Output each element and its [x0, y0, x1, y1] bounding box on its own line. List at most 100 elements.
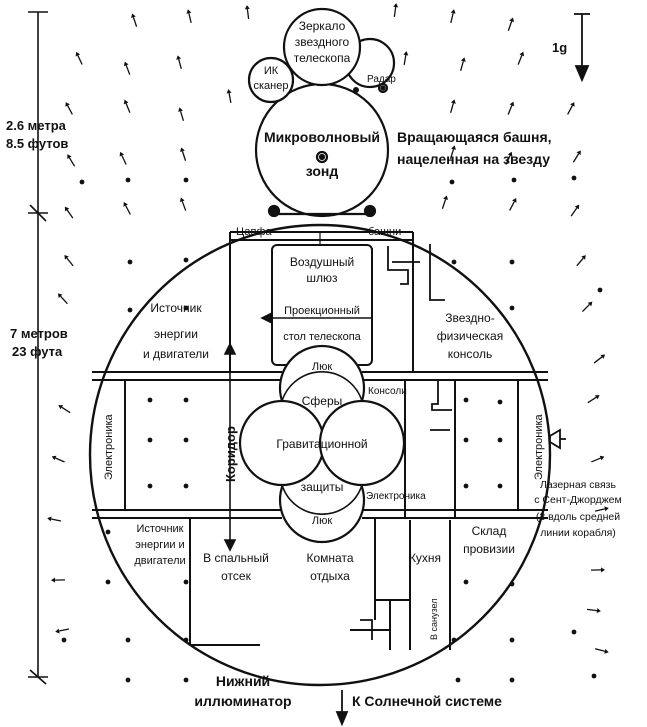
laser-dish: [549, 428, 566, 450]
field-arrow-head: [596, 608, 601, 614]
field-dot: [451, 637, 457, 643]
hull-circle: [88, 223, 552, 687]
kitchen-label: Кухня: [409, 551, 441, 565]
field-arrow-line: [178, 59, 182, 69]
field-dot: [497, 437, 503, 443]
field-arrow-line: [393, 6, 397, 18]
solar-label: К Солнечной системе: [352, 693, 502, 709]
mirror-line-3: телескопа: [294, 51, 351, 65]
field-arrow-line: [593, 356, 603, 364]
field-dot: [183, 177, 189, 183]
field-dot: [183, 397, 189, 403]
field-dot: [509, 581, 515, 587]
rotating-tower-line-2: нацеленная на звезду: [397, 151, 550, 167]
field-arrow-line: [587, 396, 597, 404]
field-arrow-head: [581, 255, 586, 260]
field-arrow-head: [123, 99, 129, 105]
field-dot: [455, 677, 461, 683]
field-dot: [449, 179, 455, 185]
field-arrow-line: [132, 17, 138, 27]
field-arrow-head: [604, 648, 609, 654]
laser-line-2: с Сент-Джорджем: [534, 494, 621, 506]
field-dot: [183, 579, 189, 585]
field-arrow-line: [509, 201, 515, 211]
power-top-line-2: энергии: [154, 327, 198, 341]
gravity-spheres: [238, 344, 406, 544]
field-dot: [509, 637, 515, 643]
hatch-bottom-label: Люк: [312, 515, 332, 527]
dimension-lines: [28, 11, 48, 685]
field-arrow-head: [58, 405, 64, 410]
hatch-top-label: Люк: [312, 361, 332, 373]
field-dot: [597, 287, 603, 293]
field-arrow-line: [441, 199, 447, 209]
power-bottom-line-3: двигатели: [134, 555, 185, 567]
laser-line-4: линии корабля): [540, 527, 616, 539]
sleep-line-1: В спальный: [203, 551, 269, 565]
tower: [247, 7, 396, 218]
field-arrow-line: [586, 608, 598, 612]
airlock-line-2: шлюз: [306, 271, 338, 285]
field-dot: [79, 179, 85, 185]
field-arrow-head: [599, 455, 605, 461]
corridor-arrows: [223, 311, 372, 552]
power-top-line-1: Источник: [150, 301, 202, 315]
bottom-arrow: [335, 690, 349, 727]
field-arrow-head: [55, 628, 60, 634]
projection-line-2: стол телескопа: [283, 331, 361, 343]
field-dot: [571, 629, 577, 635]
field-arrow-head: [179, 197, 185, 203]
laser-line-3: (3 вдоль средней: [536, 511, 620, 523]
field-dot: [105, 529, 111, 535]
field-arrow-line: [570, 207, 578, 217]
field-arrow-head: [75, 51, 81, 57]
field-arrow-line: [595, 648, 605, 652]
field-arrow-head: [176, 55, 182, 60]
electronics-right-label: Электроника: [533, 413, 545, 480]
field-arrow-line: [60, 295, 68, 305]
power-bottom-line-2: энергии и: [135, 539, 184, 551]
sleep-line-2: отсек: [221, 569, 251, 583]
field-dot: [463, 579, 469, 585]
field-arrow-line: [66, 257, 74, 267]
tower-label: башни: [368, 226, 401, 238]
field-arrow-head: [226, 89, 232, 94]
field-arrow-line: [567, 105, 573, 115]
field-dot: [183, 437, 189, 443]
field-arrow-line: [591, 457, 601, 463]
field-dot: [571, 175, 577, 181]
field-arrow-head: [403, 51, 409, 56]
field-arrow-line: [188, 12, 192, 24]
ir-line-2: сканер: [254, 80, 289, 92]
field-dot: [591, 673, 597, 679]
field-arrow-head: [123, 202, 128, 207]
field-arrow-head: [443, 195, 448, 201]
field-arrow-line: [66, 209, 74, 219]
field-arrow-line: [582, 303, 590, 313]
rotating-tower-line-1: Вращающаяся башня,: [397, 129, 552, 145]
field-arrow-head: [509, 17, 514, 23]
pantry-line-2: провизии: [463, 542, 515, 556]
sphere-overlap-lines: [281, 371, 363, 515]
field-arrow-line: [507, 105, 513, 115]
rest-line-2: отдыха: [310, 569, 350, 583]
labels: Зеркало звездного телескопа ИК сканер Ра…: [6, 19, 622, 709]
airlock-line-1: Воздушный: [290, 255, 354, 269]
field-dot: [183, 677, 189, 683]
bathroom-label: В санузел: [429, 599, 439, 640]
field-arrow-line: [68, 157, 76, 167]
field-arrow-line: [125, 65, 131, 75]
field-arrow-line: [505, 155, 511, 165]
electronics-center-label: Электроника: [366, 491, 426, 502]
field-arrow-line: [67, 105, 73, 115]
field-arrow-line: [403, 54, 407, 66]
field-arrow-head: [570, 102, 575, 107]
field-dot: [509, 259, 515, 265]
field-dot: [125, 177, 131, 183]
rest-line-1: Комната: [307, 551, 354, 565]
fixtures: [360, 244, 452, 640]
trunnion-label: Цапфа: [236, 226, 273, 238]
field-arrow-line: [507, 21, 513, 31]
field-arrow-head: [509, 101, 515, 107]
